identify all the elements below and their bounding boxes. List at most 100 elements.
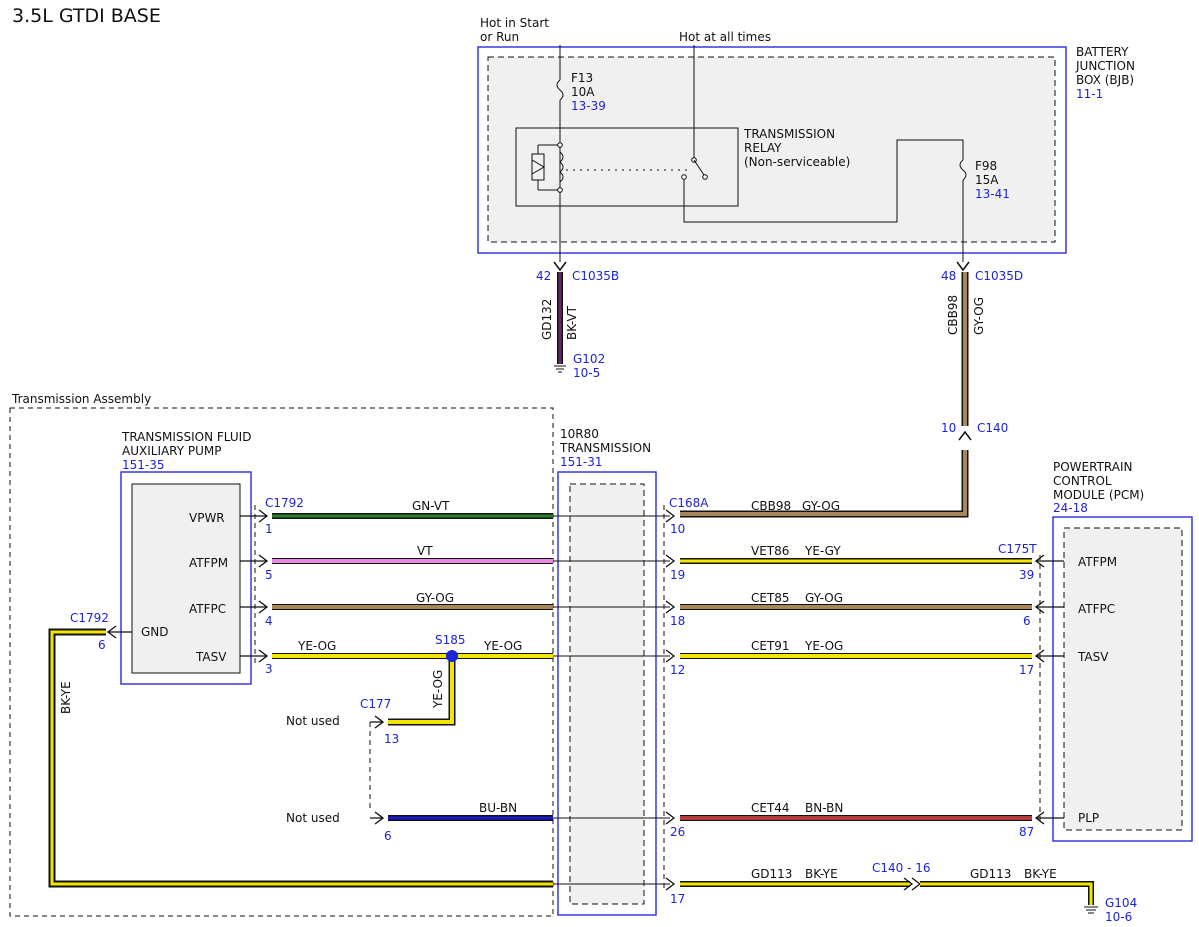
wire-r3-circuit: CET85	[751, 591, 790, 605]
transmission-box	[557, 471, 657, 916]
relay-name-2: RELAY	[744, 141, 782, 155]
wire-gd113b	[920, 882, 1093, 905]
relay-name-1: TRANSMISSION	[743, 127, 835, 141]
c1035d-label: C1035D	[975, 269, 1023, 283]
cbb98-circuit: CBB98	[946, 295, 960, 335]
c168a-pin-10: 10	[670, 522, 685, 536]
pcm-pin-39: 39	[1019, 568, 1034, 582]
g104-ref: 10-6	[1105, 910, 1132, 924]
gnd-wire-outline	[48, 628, 553, 888]
splice-branch-color: YE-OG	[431, 670, 445, 709]
c168a-pin-18: 18	[670, 614, 685, 628]
c140-label: C140	[977, 421, 1008, 435]
bjb-name-2: JUNCTION	[1075, 59, 1135, 73]
wire-r2-circuit: VET86	[751, 544, 789, 558]
pump-pin-tasv: TASV	[195, 650, 227, 664]
transmission-name-1: 10R80	[560, 427, 599, 441]
splice-s185-label: S185	[435, 633, 466, 647]
g104-label: G104	[1105, 896, 1137, 910]
relay-switch-output	[681, 174, 687, 180]
relay-terminal	[557, 142, 563, 148]
wire-r4-circuit: CET91	[751, 639, 790, 653]
wire-r5-color: BN-BN	[805, 801, 843, 815]
gnd-connector-label: C1792	[70, 611, 109, 625]
g102-ref: 10-5	[573, 366, 600, 380]
f13-name: F13	[571, 71, 593, 85]
transmission-ref: 151-31	[560, 455, 603, 469]
transmission-assembly-label: Transmission Assembly	[11, 392, 151, 406]
transmission-name-2: TRANSMISSION	[559, 441, 651, 455]
wire-r2-color: YE-GY	[804, 544, 841, 558]
c1035b-arrow-icon	[553, 261, 567, 272]
wire-gd113b-outline	[920, 881, 1094, 905]
c168a-arrow-icon	[665, 600, 676, 614]
not-used-label-2: Not used	[286, 811, 340, 825]
pump-pin-gnd: GND	[141, 625, 169, 639]
c1792-pin-3: 3	[265, 662, 273, 676]
wire-r1-color: GY-OG	[802, 499, 840, 513]
c1792-arrow-icon	[240, 554, 269, 568]
c1792-pin-4: 4	[265, 614, 273, 628]
hot-start-run-label: Hot in Start	[480, 16, 549, 30]
gnd-connector-pin: 6	[98, 638, 106, 652]
c1792-arrow-icon	[240, 509, 269, 523]
pcm-pin-17: 17	[1019, 663, 1034, 677]
pcm-connector-label: C175T	[998, 542, 1037, 556]
diagram-title: 3.5L GTDI BASE	[12, 5, 161, 27]
wire-r3-color: GY-OG	[805, 591, 843, 605]
f98-ref: 13-41	[975, 187, 1010, 201]
c140-arrow-icon	[958, 430, 972, 441]
pcm-arrow-icon	[1034, 649, 1064, 663]
c177-arrow-icon	[370, 715, 385, 729]
splice-s185-dot	[446, 650, 458, 662]
bjb-name-1: BATTERY	[1076, 45, 1129, 59]
c177b-pin: 6	[384, 829, 392, 843]
wire-r6-color: BK-YE	[805, 867, 838, 881]
pcm-pin-6: 6	[1023, 614, 1031, 628]
relay-coil-diode-icon	[531, 159, 545, 175]
f13-ref: 13-39	[571, 99, 606, 113]
c1035b-pin: 42	[536, 269, 551, 283]
c1035d-arrow-icon	[956, 261, 970, 272]
pcm-label-atfpc: ATFPC	[1078, 602, 1115, 616]
c168a-pin-12: 12	[670, 663, 685, 677]
c177-pin: 13	[384, 732, 399, 746]
wire-ye-og-label-right: YE-OG	[483, 639, 522, 653]
pump-pin-atfpc: ATFPC	[189, 602, 226, 616]
c177b-arrow-icon	[370, 811, 385, 825]
relay-name-3: (Non-serviceable)	[744, 155, 850, 169]
splice-branch-wire	[388, 656, 454, 724]
f13-fuse-icon	[556, 79, 564, 101]
not-used-label-1: Not used	[286, 714, 340, 728]
pump-pin-atfpm: ATFPM	[189, 556, 228, 570]
pump-name-1: TRANSMISSION FLUID	[121, 430, 251, 444]
c168a-pin-26: 26	[670, 825, 685, 839]
c168a-arrow-icon	[665, 877, 676, 891]
relay-output-wire	[683, 139, 964, 223]
pcm-label-atfpm: ATFPM	[1078, 555, 1117, 569]
c168a-arrow-icon	[665, 811, 676, 825]
c168a-pin-17: 17	[670, 892, 685, 906]
wire-r6-circuit: GD113	[751, 867, 792, 881]
c1035b-label: C1035B	[572, 269, 619, 283]
pump-box	[120, 471, 252, 685]
c140-pin: 10	[941, 421, 956, 435]
c168a-label: C168A	[669, 496, 709, 510]
pcm-name-3: MODULE (PCM)	[1053, 488, 1144, 502]
c1035d-pin: 48	[941, 269, 956, 283]
gnd-arrow-icon	[106, 625, 132, 639]
relay-box	[515, 127, 739, 207]
c140-16-label: C140 - 16	[872, 861, 931, 875]
pump-inner	[131, 483, 241, 674]
f98-amp: 15A	[975, 173, 999, 187]
pcm-ref: 24-18	[1053, 501, 1088, 515]
pcm-name-1: POWERTRAIN	[1053, 460, 1133, 474]
gnd-wire-color: BK-YE	[59, 681, 73, 714]
wire-r5-circuit: CET44	[751, 801, 790, 815]
g102-label: G102	[573, 352, 605, 366]
wire-bu-bn-label: BU-BN	[479, 801, 517, 815]
pcm-arrow-icon	[1034, 554, 1064, 568]
gd113b-color: BK-YE	[1024, 867, 1057, 881]
wire-vt-label: VT	[417, 544, 433, 558]
